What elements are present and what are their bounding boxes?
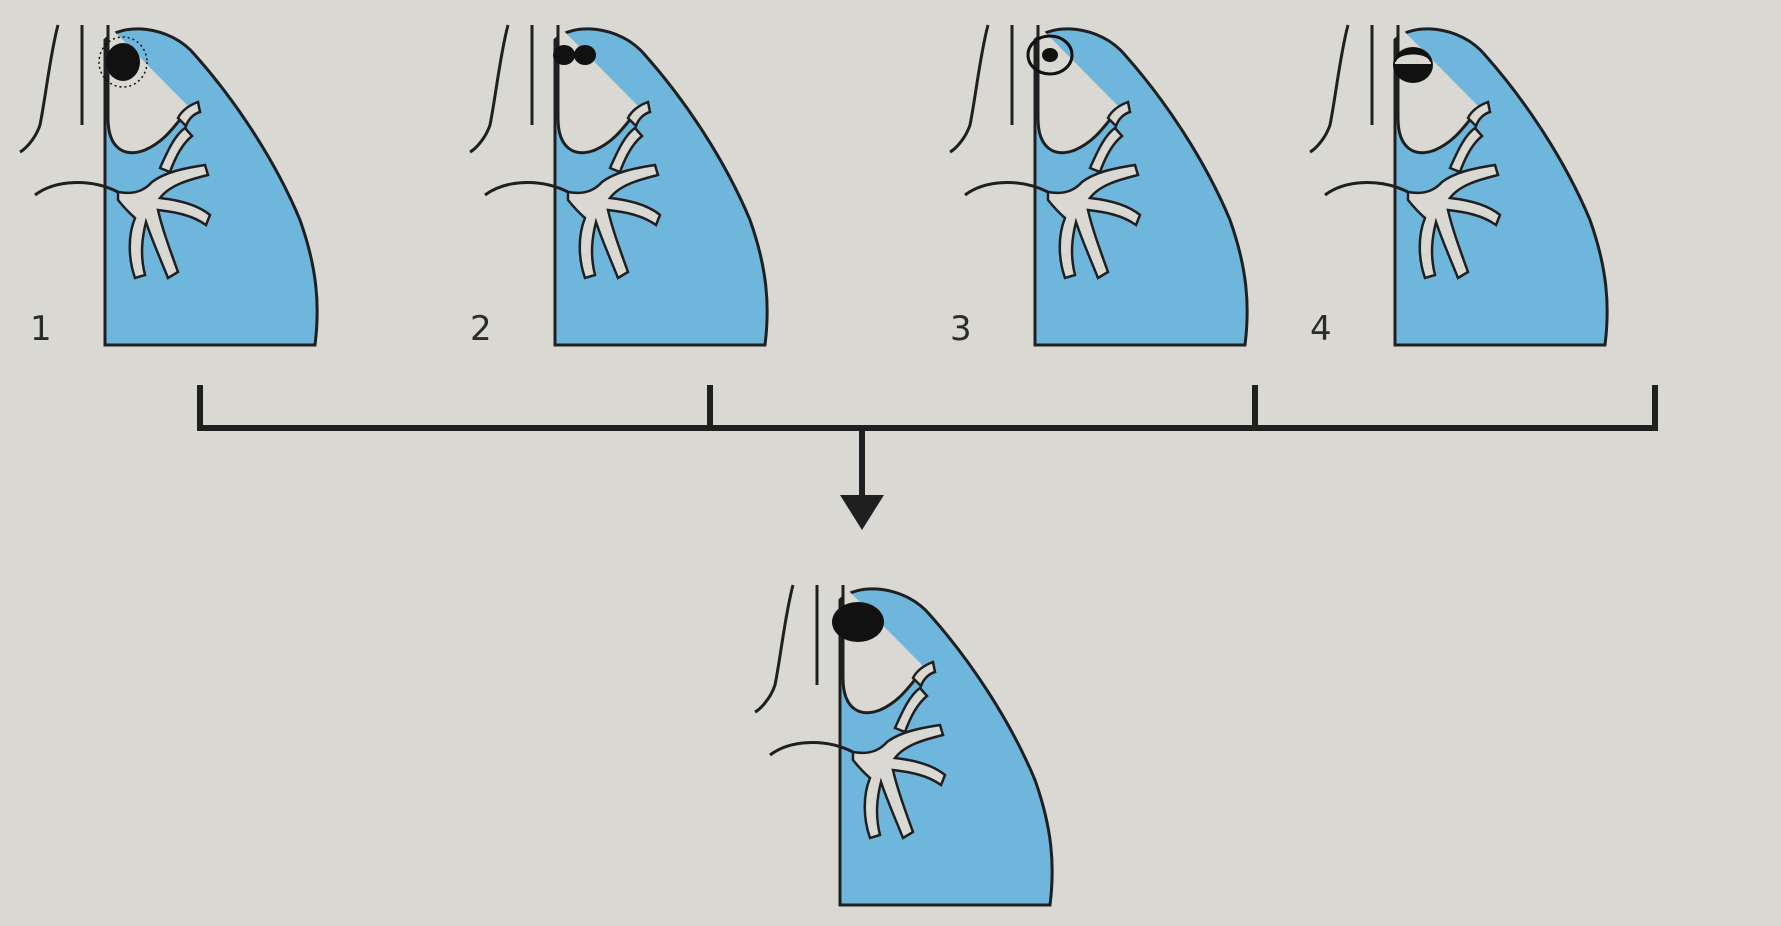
panel-label-2: 2 [470, 309, 492, 349]
lung-panel-2: 2 [470, 25, 767, 349]
lesion-round-shadow [832, 602, 884, 642]
lesion-double-focus-a [553, 45, 575, 65]
connector-bracket [200, 385, 1655, 500]
lung-panel-1: 1 [20, 25, 317, 349]
lung-panel-3: 3 [950, 25, 1247, 349]
down-arrow-icon [840, 495, 884, 530]
lesion-dense-focus [106, 43, 140, 81]
panel-label-1: 1 [30, 309, 52, 349]
lesion-double-focus-b [574, 45, 596, 65]
panel-label-3: 3 [950, 309, 972, 349]
lung-result-panel [755, 585, 1052, 905]
lesion-halo-core [1042, 48, 1058, 62]
panel-label-4: 4 [1310, 309, 1332, 349]
lung-panel-4: 4 [1310, 25, 1607, 349]
lesion-cavity [1393, 47, 1433, 83]
